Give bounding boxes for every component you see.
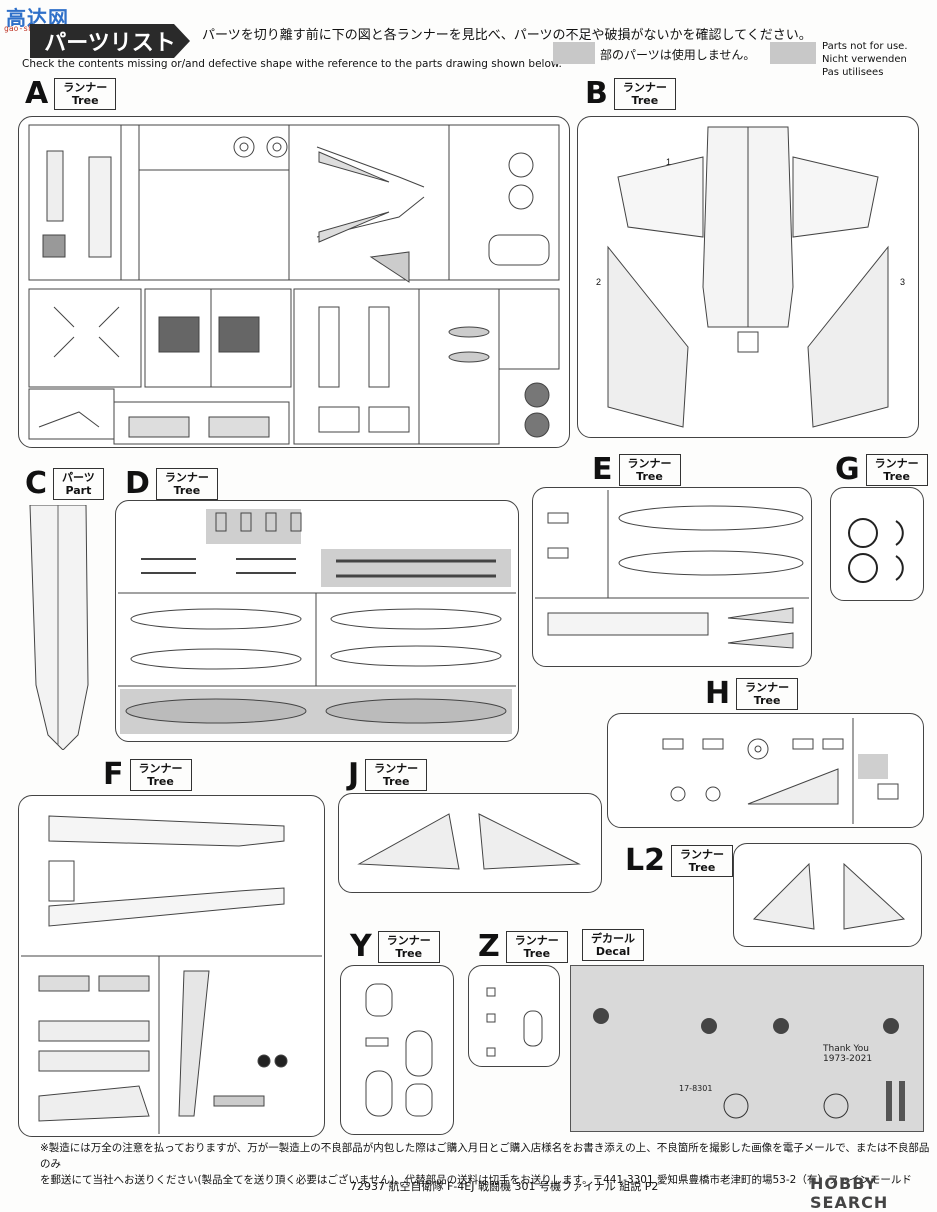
instruction-jp: パーツを切り離す前に下の図と各ランナーを見比べ、パーツの不足や破損がないかを確認…: [202, 28, 812, 43]
runner-e: [532, 487, 812, 667]
unused-parts-area: [321, 549, 511, 587]
decal-years-text: 1973-2021: [823, 1054, 873, 1064]
part-c-drawing: [29, 504, 89, 751]
decal-sheet: Thank You 1973-2021 17-8301: [570, 965, 924, 1132]
runner-j-parts-drawing: [357, 813, 581, 870]
runner-a: [18, 116, 570, 448]
part-number: 3: [900, 277, 906, 287]
decal-sheet-drawing: [593, 1008, 905, 1121]
decal-thanks-text: Thank You: [823, 1044, 870, 1054]
runner-l2: [733, 843, 922, 947]
runner-g-parts-drawing: [848, 518, 904, 583]
runner-l2-parts-drawing: [752, 862, 906, 930]
runner-g: [830, 487, 924, 601]
instruction-en: Check the contents missing or/and defect…: [22, 58, 562, 70]
decal-serial-text: 17-8301: [679, 1084, 713, 1093]
not-used-swatch: [553, 42, 595, 64]
runner-f: [18, 795, 325, 1137]
runner-h: [607, 713, 924, 828]
hobby-search-logo: HOBBY SEARCH: [810, 1174, 889, 1212]
runner-d: [115, 500, 519, 742]
runner-j: [338, 793, 602, 893]
runner-y-parts-drawing: [365, 983, 433, 1117]
not-used-swatch-2: [770, 42, 816, 64]
runner-h-parts-drawing: [662, 718, 899, 824]
footer-note: ※製造には万全の注意を払っておりますが、万が一製造上の不良部品が内包した際はご購…: [40, 1142, 930, 1186]
runner-a-parts-drawing: [28, 124, 560, 445]
runner-d-parts-drawing: [118, 512, 516, 724]
runner-z: [468, 965, 560, 1067]
unused-parts-area: [858, 754, 888, 779]
runner-b-parts-drawing: [607, 126, 889, 428]
part-number: 1: [666, 157, 672, 167]
unused-parts-area: [206, 509, 301, 544]
runner-z-parts-drawing: [486, 987, 543, 1057]
footer-product-code: 72937 航空自衛隊 F-4EJ 戦闘機 301 号機ファイナル 組説 P2: [350, 1180, 659, 1193]
runner-b: 1 2 3: [577, 116, 919, 438]
not-used-note-en: Parts not for use. Nicht verwenden Pas u…: [822, 41, 908, 78]
not-used-note-jp: 部のパーツは使用しません。: [600, 48, 756, 62]
runner-e-parts-drawing: [535, 490, 809, 649]
runner-y: [340, 965, 454, 1135]
part-number: 2: [596, 277, 602, 287]
runner-f-parts-drawing: [21, 815, 322, 1134]
part-c-fuselage: [18, 504, 98, 751]
page-title: パーツリスト: [30, 24, 190, 58]
